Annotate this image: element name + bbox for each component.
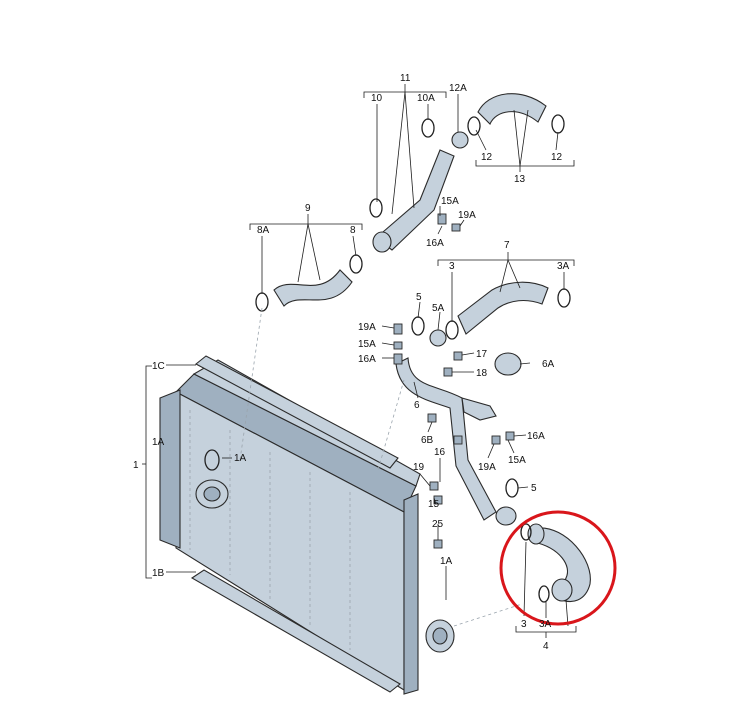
label-16a-top: 16A [426,238,444,249]
label-1: 1 [133,460,139,471]
label-8: 8 [350,225,356,236]
label-19: 19 [413,462,425,473]
label-9: 9 [305,203,311,214]
label-11: 11 [400,73,411,84]
hose-13 [467,93,565,136]
hose-9 [255,254,363,312]
label-6b: 6B [421,435,434,446]
label-3a-top: 3A [557,261,570,272]
label-15a-mid: 15A [358,339,376,350]
label-5-top: 5 [416,292,422,303]
label-16: 16 [434,447,446,458]
intercooler [159,355,455,695]
label-10: 10 [371,93,383,104]
label-4: 4 [543,641,549,652]
label-12-left: 12 [481,152,493,163]
label-19a-mid: 19A [358,322,376,333]
label-19a-right: 19A [478,462,496,473]
part-labels: 11 10 10A 12A 12 12 13 9 8A 8 15A 19A 16… [133,73,570,652]
label-15a-top: 15A [441,196,459,207]
label-3a-bottom: 3A [539,619,552,630]
pipe-11 [369,118,469,253]
label-6a: 6A [542,359,555,370]
label-10a: 10A [417,93,435,104]
label-1a-left: 1A [152,437,165,448]
label-1c: 1C [152,361,165,372]
label-15: 15 [428,499,440,510]
label-3-bottom: 3 [521,619,527,630]
fasteners [393,213,515,549]
hose-7 [411,281,571,347]
label-12a: 12A [449,83,467,94]
label-16a-mid: 16A [358,354,376,365]
label-8a: 8A [257,225,270,236]
guide-lines [239,307,523,627]
leader-lines [142,84,577,638]
label-5-right: 5 [531,483,537,494]
label-17: 17 [476,349,488,360]
label-3-top: 3 [449,261,455,272]
label-1b: 1B [152,568,165,579]
pipe-6 [395,352,522,526]
label-5a: 5A [432,303,445,314]
hose-4 [520,523,591,603]
label-12-right: 12 [551,152,563,163]
label-25: 25 [432,519,444,530]
label-18: 18 [476,368,488,379]
label-13: 13 [514,174,526,185]
label-1a-bottom: 1A [440,556,453,567]
label-7: 7 [504,240,510,251]
label-19a-top: 19A [458,210,476,221]
label-1a-ring: 1A [234,453,247,464]
highlight-circle [499,510,617,626]
label-15a-right: 15A [508,455,526,466]
label-16a-right: 16A [527,431,545,442]
label-6: 6 [414,400,420,411]
